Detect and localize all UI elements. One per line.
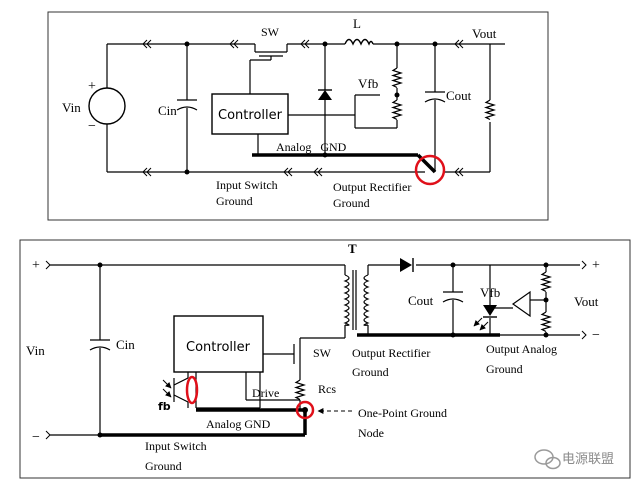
primary-wiring bbox=[50, 264, 580, 436]
controller-label-2: Controller bbox=[186, 340, 251, 355]
divider-resistor-bottom bbox=[539, 311, 553, 333]
vfb-label: Vfb bbox=[358, 76, 378, 91]
controller-box bbox=[211, 93, 289, 135]
sw-label: SW bbox=[261, 25, 280, 39]
vin-label-2: Vin bbox=[26, 343, 45, 358]
input-switch-ground-label-a: Input Switch bbox=[145, 439, 207, 453]
diagram2-frame bbox=[19, 239, 631, 479]
output-analog-ground-label-b: Ground bbox=[486, 362, 523, 376]
analog-ground-trace bbox=[252, 153, 437, 174]
inductor-l bbox=[344, 38, 374, 46]
junction-dots-2 bbox=[97, 262, 549, 438]
vin-minus-sign: − bbox=[88, 119, 96, 134]
rectifier-diode bbox=[318, 90, 332, 100]
cout-label: Cout bbox=[446, 88, 472, 103]
analog-gnd-label: Analog GND bbox=[276, 140, 347, 154]
error-amplifier bbox=[511, 290, 531, 318]
transformer-t bbox=[343, 265, 370, 335]
load-resistor bbox=[483, 99, 497, 121]
one-point-ground-label-a: One-Point Ground bbox=[358, 406, 447, 420]
drive-label: Drive bbox=[252, 386, 279, 400]
vin-source bbox=[88, 87, 126, 125]
vin-plus-sign: + bbox=[88, 79, 96, 94]
opto-light-arrows bbox=[162, 317, 489, 398]
flyback-converter-diagram: Controller + − + − T Cout Vfb Vout Vin C… bbox=[19, 239, 631, 479]
break-marks-2 bbox=[45, 260, 587, 440]
cin-label: Cin bbox=[158, 103, 177, 118]
vin-label: Vin bbox=[62, 100, 81, 115]
input-switch-ground-label-2: Ground bbox=[216, 194, 253, 208]
input-minus: − bbox=[32, 430, 40, 445]
output-rectifier-ground-label-1: Output Rectifier bbox=[333, 180, 411, 194]
output-rectifier-ground-label-2: Ground bbox=[333, 196, 370, 210]
one-point-ground-label-b: Node bbox=[358, 426, 384, 440]
watermark: 电源联盟 bbox=[534, 449, 614, 470]
ground-traces bbox=[100, 333, 500, 437]
cin-label-2: Cin bbox=[116, 337, 135, 352]
divider-resistor-top bbox=[539, 271, 553, 293]
inductor-label: L bbox=[353, 16, 361, 31]
controller-label: Controller bbox=[218, 108, 283, 123]
input-switch-ground-label-1: Input Switch bbox=[216, 178, 278, 192]
watermark-text: 电源联盟 bbox=[562, 452, 614, 467]
transformer-label: T bbox=[348, 241, 357, 256]
opto-led bbox=[483, 305, 497, 316]
output-plus: + bbox=[592, 258, 600, 273]
highlight-circle bbox=[414, 154, 446, 186]
analog-gnd-label-2: Analog GND bbox=[206, 417, 271, 431]
top-rail bbox=[106, 43, 505, 173]
break-marks bbox=[142, 39, 464, 177]
feedback-resistor-bottom bbox=[390, 99, 404, 121]
rcs-label: Rcs bbox=[318, 382, 336, 396]
vout-label-2: Vout bbox=[574, 294, 599, 309]
controller-box-2 bbox=[173, 315, 264, 373]
one-point-ground-dot bbox=[302, 407, 308, 413]
junction-dots bbox=[184, 41, 438, 175]
input-switch-ground-label-b: Ground bbox=[145, 459, 182, 473]
output-analog-ground-label-a: Output Analog bbox=[486, 342, 557, 356]
buck-converter-diagram: + − Controller Vin Cin SW L Vout bbox=[47, 11, 549, 221]
opto-highlight bbox=[185, 375, 199, 405]
one-point-ground-highlight bbox=[295, 400, 315, 420]
fb-label: fb bbox=[158, 400, 171, 413]
output-rectifier-ground-label-a: Output Rectifier bbox=[352, 346, 430, 360]
sw-label-2: SW bbox=[313, 346, 332, 360]
output-rectifier-ground-label-b: Ground bbox=[352, 365, 389, 379]
wechat-icon bbox=[534, 449, 561, 470]
output-diode bbox=[400, 258, 412, 272]
rcs-resistor bbox=[293, 379, 307, 401]
diagram1-frame bbox=[47, 11, 549, 221]
input-plus: + bbox=[32, 258, 40, 273]
output-minus: − bbox=[592, 328, 600, 343]
feedback-resistor-top bbox=[390, 67, 404, 89]
vfb-label-2: Vfb bbox=[480, 285, 500, 300]
cout-label-2: Cout bbox=[408, 293, 434, 308]
vout-label: Vout bbox=[472, 26, 497, 41]
